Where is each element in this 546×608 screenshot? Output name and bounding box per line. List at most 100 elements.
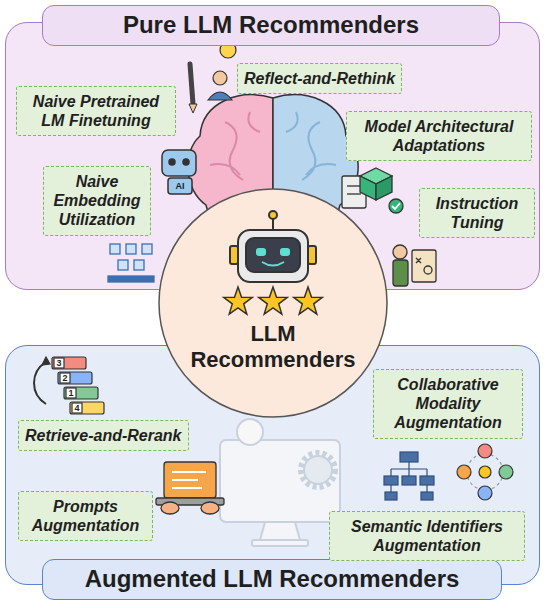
embedding-grid-icon	[134, 260, 144, 270]
region-heading: Pure LLM Recommenders	[42, 5, 500, 46]
region-fill	[5, 22, 540, 290]
instruction-icon	[393, 245, 436, 286]
architecture-icon	[389, 199, 403, 213]
rerank-list-icon	[70, 402, 104, 414]
laptop-icon	[161, 502, 179, 514]
architecture-icon	[360, 176, 376, 200]
embedding-grid-icon	[110, 244, 120, 254]
robot-head	[280, 248, 290, 256]
monitor-backdrop	[220, 440, 340, 522]
collaborative-users-icon	[478, 486, 492, 500]
center-title: LLM Recommenders	[183, 321, 363, 374]
collaborative-users-icon	[457, 465, 471, 479]
instruction-icon	[393, 245, 407, 259]
laptop-icon	[164, 462, 216, 498]
monitor-backdrop	[237, 419, 263, 445]
method-box: Naive Pretrained LM Finetuning	[16, 86, 176, 136]
icon-text: 2	[60, 373, 70, 383]
rerank-list-icon	[58, 372, 92, 384]
icon-label-holder: 3	[54, 358, 64, 368]
collaborative-users-icon	[499, 465, 513, 479]
region-fill	[5, 22, 540, 585]
hierarchy-icon	[391, 485, 427, 492]
icon-text: 3	[54, 358, 64, 368]
rerank-list-icon	[64, 387, 98, 399]
hierarchy-icon	[384, 452, 434, 500]
robot-icon	[168, 178, 192, 194]
rating-stars	[224, 287, 323, 314]
laptop-icon	[172, 471, 206, 473]
monitor-backdrop	[260, 522, 300, 540]
rerank-list-icon	[60, 373, 70, 383]
hierarchy-icon	[402, 476, 416, 485]
rerank-list-icon	[66, 388, 76, 398]
pencil-icon	[189, 64, 197, 113]
method-box: Naive Embedding Utilization	[43, 166, 151, 236]
architecture-icon	[342, 168, 403, 213]
robot-head	[230, 211, 316, 282]
hierarchy-icon	[385, 492, 397, 500]
robot-head	[230, 246, 238, 264]
pencil-icon	[189, 104, 197, 113]
embedding-grid-icon	[108, 276, 154, 282]
robot-head	[269, 211, 277, 219]
monitor-backdrop	[301, 453, 335, 487]
method-label: Semantic Identifiers Augmentation	[336, 517, 518, 555]
method-label: Collaborative Modality Augmentation	[380, 375, 516, 433]
rerank-list-icon	[54, 358, 64, 368]
icon-label-holder: AI	[168, 178, 192, 194]
collaborative-users-icon	[457, 444, 513, 500]
architecture-icon	[392, 203, 400, 209]
method-label: Retrieve-and-Rerank	[25, 426, 182, 445]
robot-and-stars	[158, 188, 388, 418]
instruction-icon	[412, 250, 436, 282]
collaborative-users-icon	[478, 444, 492, 458]
embedding-grid-icon	[126, 244, 136, 254]
thinker-icon	[213, 71, 227, 85]
icon-text: 1	[66, 388, 76, 398]
method-box: Collaborative Modality Augmentation	[373, 369, 523, 439]
monitor-backdrop	[252, 540, 308, 546]
robot-head	[246, 238, 300, 272]
method-label: Naive Embedding Utilization	[50, 172, 144, 230]
pencil-icon	[190, 64, 193, 104]
region-heading: Augmented LLM Recommenders	[42, 559, 502, 600]
collaborative-users-icon	[479, 466, 491, 478]
architecture-icon	[376, 176, 392, 200]
hierarchy-icon	[421, 492, 433, 500]
hierarchy-icon	[420, 476, 434, 485]
icon-label-holder: 2	[60, 373, 70, 383]
rerank-list-icon	[34, 357, 104, 414]
method-box: Instruction Tuning	[419, 188, 535, 238]
brain-icon	[286, 112, 336, 180]
rerank-list-icon	[34, 362, 46, 404]
icon-text: AI	[168, 178, 192, 194]
collaborative-users-icon	[467, 454, 503, 490]
robot-head	[256, 248, 266, 256]
icon-text: 4	[72, 403, 82, 413]
monitor-backdrop	[220, 419, 340, 546]
method-label: Instruction Tuning	[426, 194, 528, 232]
rerank-list-icon	[52, 357, 86, 369]
laptop-icon	[172, 479, 198, 481]
method-box: Retrieve-and-Rerank	[18, 420, 189, 451]
thinker-icon	[208, 42, 236, 100]
method-box: Semantic Identifiers Augmentation	[329, 511, 525, 561]
robot-head	[238, 230, 308, 282]
center-circle: LLM Recommenders	[158, 188, 388, 418]
robot-head	[308, 246, 316, 264]
laptop-icon	[172, 487, 202, 489]
rating-stars	[259, 287, 288, 314]
hierarchy-icon	[391, 462, 427, 476]
thinker-icon	[208, 92, 232, 100]
instruction-icon	[416, 258, 432, 274]
architecture-icon	[347, 185, 361, 186]
hierarchy-icon	[384, 476, 398, 485]
embedding-grid-icon	[118, 260, 128, 270]
brain-icon	[210, 112, 260, 180]
icon-label-holder: 4	[72, 403, 82, 413]
robot-icon	[183, 159, 189, 165]
embedding-grid-icon	[108, 244, 154, 282]
instruction-icon	[393, 260, 408, 286]
